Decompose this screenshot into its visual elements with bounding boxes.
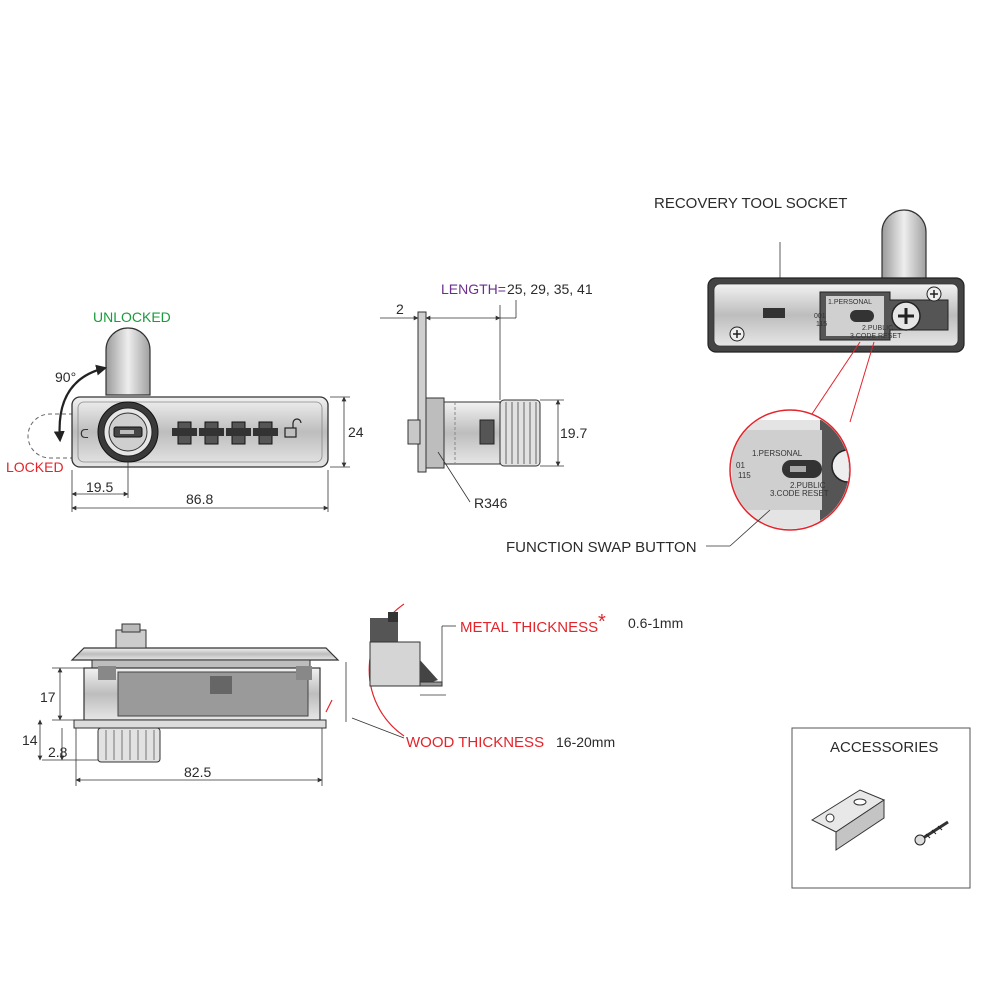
metal-thickness-label: METAL THICKNESS xyxy=(460,619,598,636)
dim-28: 2.8 xyxy=(48,744,68,760)
unlock-icon xyxy=(284,418,302,438)
dim-825: 82.5 xyxy=(184,764,211,780)
length-values: 25, 29, 35, 41 xyxy=(507,281,593,297)
recovery-tool-label: RECOVERY TOOL SOCKET xyxy=(654,195,847,212)
svg-text:2.PUBLIC: 2.PUBLIC xyxy=(790,481,826,490)
rotation-label: 90° xyxy=(55,369,76,385)
metal-thickness-value: 0.6-1mm xyxy=(628,615,683,631)
bracket-icon xyxy=(810,789,886,851)
dim-width: 86.8 xyxy=(186,491,213,507)
locked-label: LOCKED xyxy=(6,459,64,475)
svg-text:01: 01 xyxy=(736,461,745,470)
dim-radius: R346 xyxy=(474,495,508,511)
accessories-box: ACCESSORIES xyxy=(791,727,971,889)
svg-text:2.PUBLIC: 2.PUBLIC xyxy=(862,325,893,332)
latch-locked-dashed xyxy=(27,413,80,459)
side-view: LENGTH= 25, 29, 35, 41 2 19.7 R346 xyxy=(380,281,593,511)
dim-plate: 2 xyxy=(396,301,404,317)
svg-text:115: 115 xyxy=(816,321,827,328)
bottom-view: 17 14 2.8 82.5 METAL THICKNESS * 0.6-1mm… xyxy=(22,603,683,786)
svg-text:3.CODE RESET: 3.CODE RESET xyxy=(850,333,902,340)
length-label: LENGTH= xyxy=(441,281,506,297)
svg-text:115: 115 xyxy=(738,471,751,480)
svg-text:1.PERSONAL: 1.PERSONAL xyxy=(828,299,872,306)
combination-dials xyxy=(172,421,278,445)
metal-zoom xyxy=(369,612,443,687)
unlocked-label: UNLOCKED xyxy=(93,309,171,325)
front-view: ᑕ UNLOCKED 90° LOCKED 24 19 xyxy=(6,309,364,512)
metal-star: * xyxy=(598,611,606,633)
dim-14: 14 xyxy=(22,732,38,748)
switch-zoom: 1.PERSONAL 01 115 2.PUBLIC 3.CODE RESET xyxy=(729,409,851,531)
wood-thickness-label: WOOD THICKNESS xyxy=(406,734,544,751)
rotation-arrow xyxy=(53,364,108,443)
dim-17: 17 xyxy=(40,689,56,705)
wood-thickness-value: 16-20mm xyxy=(556,734,615,750)
dim-height-24: 24 xyxy=(348,424,364,440)
screw-icon xyxy=(914,820,949,846)
svg-text:1.PERSONAL: 1.PERSONAL xyxy=(752,449,803,458)
svg-text:ᑕ: ᑕ xyxy=(80,427,89,441)
latch-unlocked xyxy=(105,327,151,396)
bottom-knob xyxy=(97,727,161,763)
accessories-title: ACCESSORIES xyxy=(830,739,938,756)
dim-knob-offset: 19.5 xyxy=(86,479,113,495)
back-view: RECOVERY TOOL SOCKET 1.PERSONAL 001 115 … xyxy=(506,195,965,556)
svg-text:3.CODE RESET: 3.CODE RESET xyxy=(770,489,829,498)
svg-text:001: 001 xyxy=(814,313,826,320)
knob-dial xyxy=(97,401,159,463)
dim-knob-height: 19.7 xyxy=(560,425,587,441)
function-swap-label: FUNCTION SWAP BUTTON xyxy=(506,539,697,556)
